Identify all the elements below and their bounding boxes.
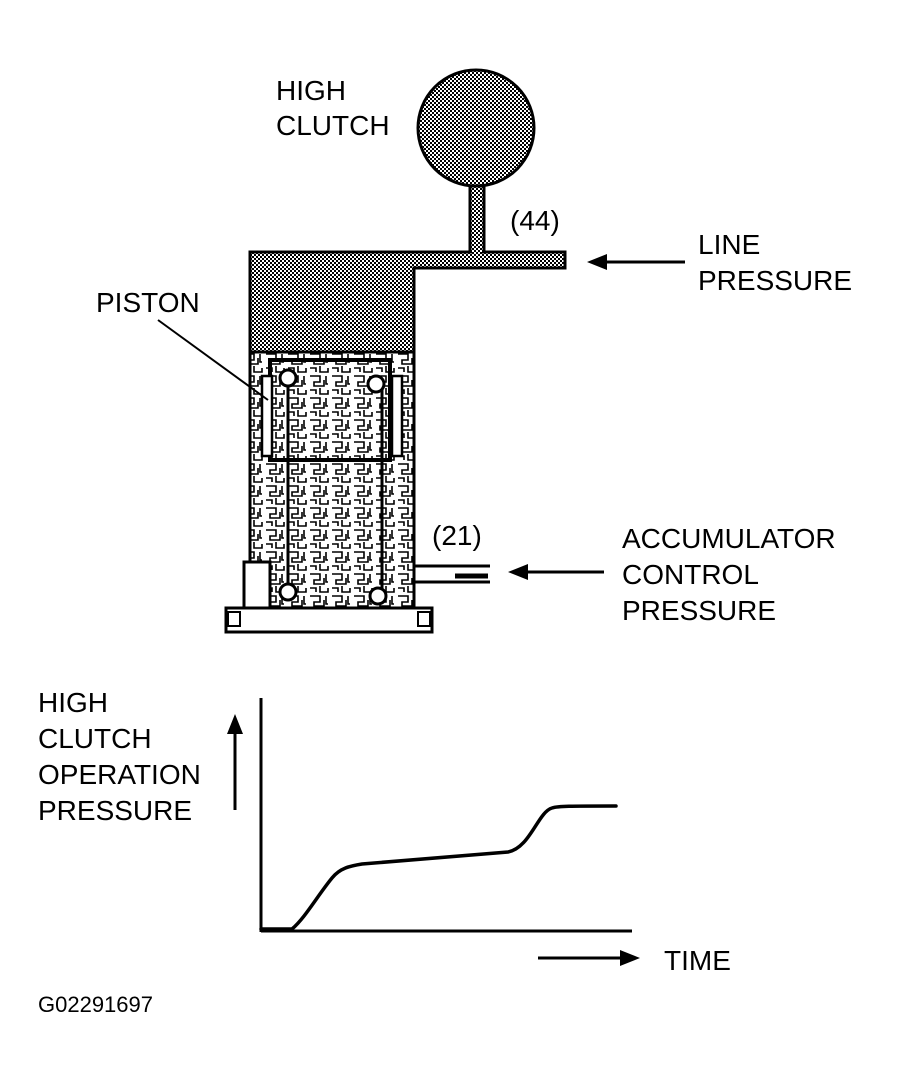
pressure-curve bbox=[259, 804, 618, 931]
piston bbox=[260, 358, 404, 462]
left-arrow-icon bbox=[587, 254, 685, 270]
high-clutch-drum bbox=[416, 68, 536, 188]
pressure-graph bbox=[259, 698, 632, 933]
graph-ylabel-4: PRESSURE bbox=[38, 795, 192, 826]
graph-ylabel-1: HIGH bbox=[38, 687, 108, 718]
piston-leader bbox=[157, 319, 269, 401]
port-21-label: (21) bbox=[432, 520, 482, 551]
accumulator-control-passage bbox=[414, 564, 490, 584]
graph-ylabel-2: CLUTCH bbox=[38, 723, 152, 754]
figure-id: G02291697 bbox=[38, 992, 153, 1017]
graph-xlabel: TIME bbox=[664, 945, 731, 976]
high-clutch-label-1: HIGH bbox=[276, 75, 346, 106]
accumulator-cover bbox=[224, 560, 434, 634]
clutch-passage bbox=[468, 184, 486, 254]
accumulator-label-1: ACCUMULATOR bbox=[622, 523, 836, 554]
port-44-label: (44) bbox=[510, 205, 560, 236]
accumulator-label-3: PRESSURE bbox=[622, 595, 776, 626]
up-arrow-icon bbox=[227, 714, 243, 810]
line-pressure-passage bbox=[248, 250, 567, 354]
line-pressure-label-1: LINE bbox=[698, 229, 760, 260]
right-arrow-icon bbox=[538, 950, 640, 966]
left-arrow-icon bbox=[508, 564, 604, 580]
high-clutch-label-2: CLUTCH bbox=[276, 110, 390, 141]
accumulator-label-2: CONTROL bbox=[622, 559, 759, 590]
piston-label: PISTON bbox=[96, 287, 200, 318]
line-pressure-label-2: PRESSURE bbox=[698, 265, 852, 296]
graph-ylabel-3: OPERATION bbox=[38, 759, 201, 790]
